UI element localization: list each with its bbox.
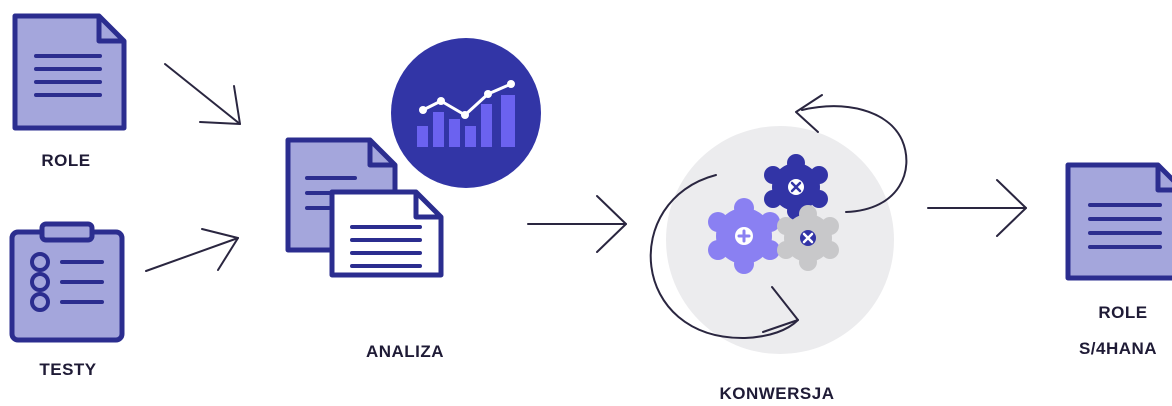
- arrow-konwersja-to-role-s4hana: [927, 179, 1027, 237]
- grey-gear-icon: [777, 205, 839, 271]
- arrow-testy-to-analiza: [145, 228, 239, 272]
- cycle-arrows-icon: [649, 94, 908, 340]
- analiza-label: ANALIZA: [365, 342, 445, 361]
- konwersja-label: KONWERSJA: [719, 384, 835, 403]
- gears-icon: [708, 154, 839, 274]
- testy-label: TESTY: [39, 360, 97, 379]
- analiza-front-document-icon: [329, 189, 444, 278]
- role-label: ROLE: [41, 151, 91, 170]
- chart-trend-icon: [391, 38, 541, 188]
- role-s4hana-document-icon: [1065, 162, 1172, 281]
- arrow-analiza-to-konwersja: [527, 195, 627, 253]
- light-gear-icon: [708, 198, 780, 274]
- arrow-role-to-analiza: [164, 63, 241, 125]
- role-s4hana-label-line2: S/4HANA: [1078, 339, 1158, 358]
- role-document-icon: [12, 13, 127, 131]
- dark-gear-icon: [764, 154, 828, 220]
- testy-clipboard-icon: [9, 221, 125, 343]
- role-s4hana-label-line1: ROLE: [1098, 303, 1148, 322]
- konwersja-backdrop: [666, 126, 894, 354]
